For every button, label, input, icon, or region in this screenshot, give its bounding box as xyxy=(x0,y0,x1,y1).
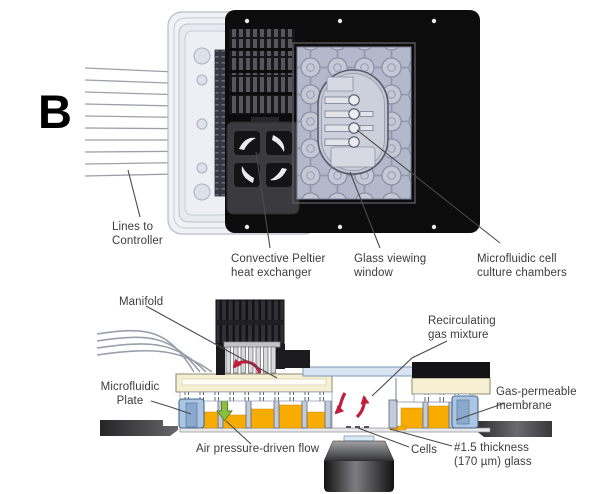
label-glass-thickness: #1.5 thickness (170 µm) glass xyxy=(454,442,532,469)
label-air-pressure-flow: Air pressure-driven flow xyxy=(196,443,320,455)
stage-flange-left xyxy=(100,420,178,436)
label-gas-permeable-membrane: Gas-permeable membrane xyxy=(496,386,577,413)
label-convective-peltier: Convective Peltier heat exchanger xyxy=(231,253,326,280)
label-microfluidic-chambers: Microfluidic cell culture chambers xyxy=(477,253,567,280)
microchannels xyxy=(324,96,374,146)
peltier-heat-exchanger-section xyxy=(215,299,310,375)
gas-flow-up-arrow-icon xyxy=(355,395,370,419)
manifold-tubing xyxy=(96,329,213,373)
gas-permeable-membrane-clamp-right xyxy=(451,395,479,429)
glass-viewing-window xyxy=(292,42,416,204)
fan-blade-icon xyxy=(239,135,287,183)
coverslip-glass xyxy=(179,427,491,433)
stage-flange-right xyxy=(474,421,552,437)
manifold-block xyxy=(175,373,491,403)
peltier-fan xyxy=(226,117,300,215)
air-pressure-arrow-icon xyxy=(216,399,233,422)
leader-lines xyxy=(127,129,506,448)
label-cells: Cells xyxy=(411,444,438,456)
panel-label: B xyxy=(38,85,72,138)
cable-connector-strip xyxy=(214,49,227,197)
microfluidic-plate-clamp-left xyxy=(178,398,205,429)
cells-on-glass xyxy=(346,426,369,428)
label-lines-to-controller: Lines to Controller xyxy=(112,221,163,248)
culture-chamber-oval xyxy=(317,69,389,175)
culture-chambers xyxy=(348,94,360,148)
heat-sink-fins xyxy=(225,346,276,374)
objective-lens-icon xyxy=(343,435,375,442)
label-manifold: Manifold xyxy=(119,296,164,308)
vent-grille xyxy=(229,29,295,114)
microscope-objective xyxy=(323,435,395,492)
screw-holes xyxy=(244,18,437,230)
right-cover-bar xyxy=(412,362,490,378)
label-microfluidic-plate: Microfluidic Plate xyxy=(100,381,160,408)
label-recirculating-gas: Recirculating gas mixture xyxy=(428,315,496,342)
gas-flow-down-arrow-icon xyxy=(334,392,347,415)
label-glass-viewing-window: Glass viewing window xyxy=(354,253,427,280)
